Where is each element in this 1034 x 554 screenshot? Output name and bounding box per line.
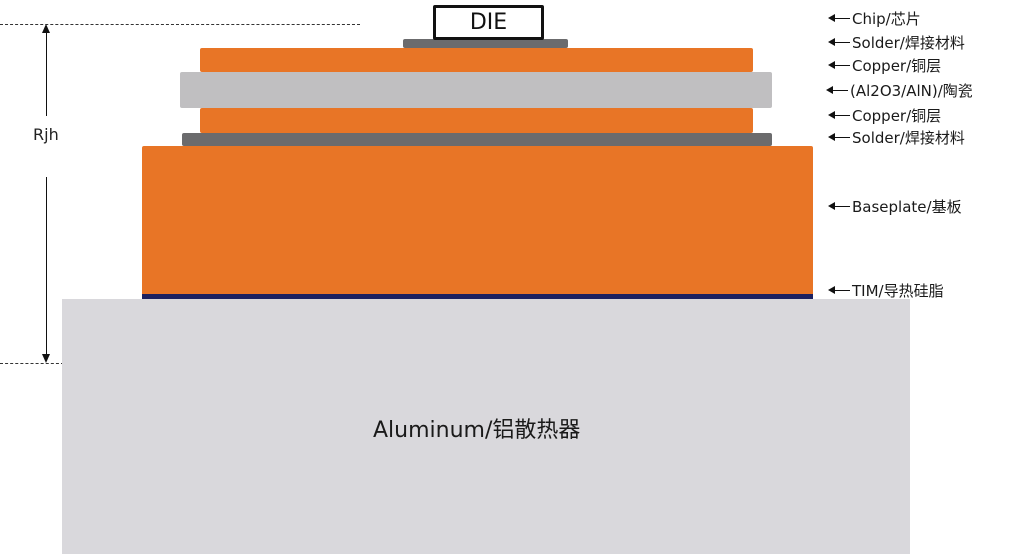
rjh-dimension-line-bottom bbox=[46, 177, 47, 355]
rjh-arrow-up-icon bbox=[42, 24, 50, 33]
label-copper-bottom: Copper/铜层 bbox=[828, 105, 941, 125]
rjh-dimension-line-top bbox=[46, 30, 47, 116]
rjh-bottom-reference-line bbox=[0, 363, 64, 364]
tim-layer bbox=[142, 294, 813, 299]
label-solder-die: Solder/焊接材料 bbox=[828, 32, 965, 52]
die-chip: DIE bbox=[433, 5, 544, 40]
copper-bottom-layer bbox=[200, 108, 753, 133]
aluminum-heatsink-label: Aluminum/铝散热器 bbox=[373, 418, 581, 443]
aluminum-heatsink: Aluminum/铝散热器 bbox=[62, 299, 910, 554]
ceramic-layer bbox=[180, 72, 772, 108]
label-chip: Chip/芯片 bbox=[828, 8, 921, 28]
left-arrow-icon bbox=[828, 202, 850, 210]
left-arrow-icon bbox=[828, 61, 850, 69]
left-arrow-icon bbox=[828, 111, 850, 119]
rjh-top-reference-line bbox=[0, 24, 360, 25]
rjh-label: Rjh bbox=[33, 125, 59, 144]
left-arrow-icon bbox=[826, 86, 848, 94]
label-ceramic: (Al2O3/AlN)/陶瓷 bbox=[826, 80, 973, 100]
baseplate-layer bbox=[142, 146, 813, 294]
left-arrow-icon bbox=[828, 286, 850, 294]
left-arrow-icon bbox=[828, 14, 850, 22]
die-label: DIE bbox=[469, 10, 508, 35]
left-arrow-icon bbox=[828, 38, 850, 46]
label-solder-bottom: Solder/焊接材料 bbox=[828, 127, 965, 147]
label-tim: TIM/导热硅脂 bbox=[828, 280, 944, 300]
rjh-arrow-down-icon bbox=[42, 354, 50, 363]
copper-top-layer bbox=[200, 48, 753, 72]
label-copper-top: Copper/铜层 bbox=[828, 55, 941, 75]
left-arrow-icon bbox=[828, 133, 850, 141]
solder-bottom-layer bbox=[182, 133, 772, 146]
solder-die-layer bbox=[403, 39, 568, 48]
label-baseplate: Baseplate/基板 bbox=[828, 196, 962, 216]
